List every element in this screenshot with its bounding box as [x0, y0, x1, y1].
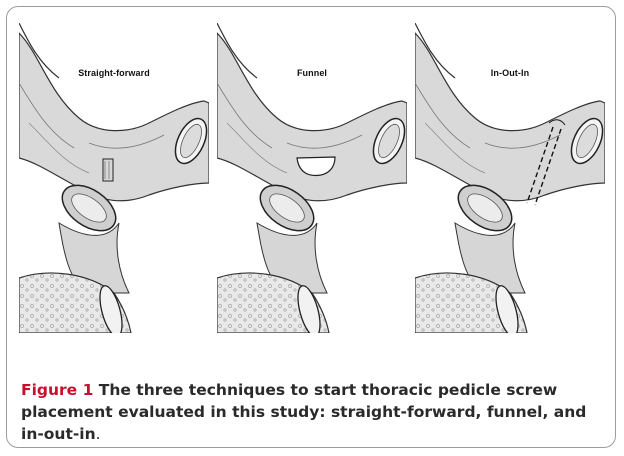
panel-label: Funnel: [217, 68, 407, 78]
figure-caption-label: Figure 1: [21, 381, 93, 399]
panel-in-out-in: In-Out-In: [415, 23, 605, 333]
panel-label: Straight-forward: [19, 68, 209, 78]
figure-caption: Figure 1 The three techniques to start t…: [21, 379, 606, 445]
panel-funnel: Funnel: [217, 23, 407, 333]
panel-label: In-Out-In: [415, 68, 605, 78]
figure-caption-text: The three techniques to start thoracic p…: [21, 381, 586, 443]
figure-frame: Straight-forward: [6, 6, 616, 448]
panel-straight-forward: Straight-forward: [19, 23, 209, 333]
figure-caption-end: .: [96, 425, 101, 443]
